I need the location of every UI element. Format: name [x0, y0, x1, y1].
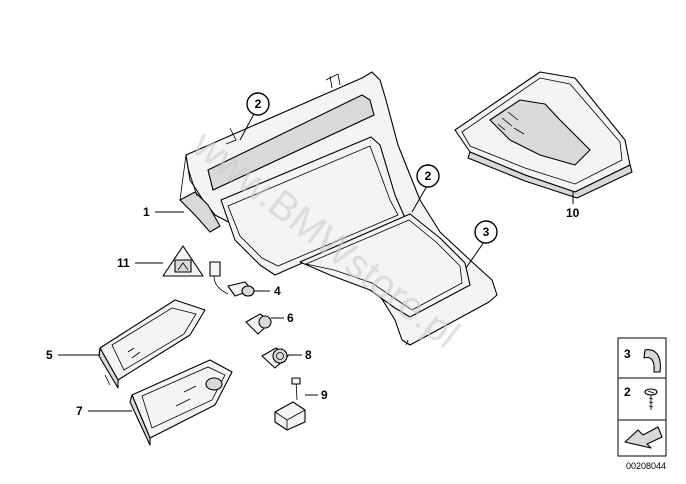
legend-label-3: 3 — [624, 347, 631, 361]
part-label-5[interactable]: 5 — [46, 348, 53, 362]
part-label-2b[interactable]: 2 — [425, 169, 432, 183]
part-label-6[interactable]: 6 — [287, 311, 294, 325]
clip-icon — [643, 349, 661, 373]
part-label-4[interactable]: 4 — [274, 284, 281, 298]
cable-socket[interactable] — [209, 261, 255, 297]
hazard-switch[interactable] — [162, 245, 204, 277]
callout-circle-2b — [416, 164, 440, 188]
arrow-icon — [624, 426, 663, 449]
socket-cap[interactable] — [245, 313, 272, 335]
ashtray-insert[interactable] — [98, 299, 206, 389]
part-label-1[interactable]: 1 — [143, 205, 150, 219]
leader-lines — [58, 111, 574, 412]
screw-icon — [644, 388, 658, 410]
ashtray-housing[interactable] — [129, 359, 233, 446]
part-label-7[interactable]: 7 — [76, 404, 83, 418]
cigarette-socket[interactable] — [261, 347, 289, 369]
legend-label-2: 2 — [624, 385, 631, 399]
switch-sensor[interactable] — [274, 377, 306, 431]
part-label-11[interactable]: 11 — [117, 256, 130, 270]
part-label-3[interactable]: 3 — [483, 225, 490, 239]
part-label-8[interactable]: 8 — [305, 348, 312, 362]
selector-lever-trim[interactable] — [454, 71, 633, 199]
part-label-9[interactable]: 9 — [321, 388, 328, 402]
callout-circle-3 — [474, 220, 498, 244]
callout-circle-2a — [246, 92, 270, 116]
drawing-code: 00208044 — [626, 461, 666, 471]
center-console-trim[interactable] — [179, 71, 498, 346]
part-label-2a[interactable]: 2 — [255, 97, 262, 111]
legend: 3 2 — [617, 337, 667, 457]
part-label-10[interactable]: 10 — [566, 206, 580, 220]
